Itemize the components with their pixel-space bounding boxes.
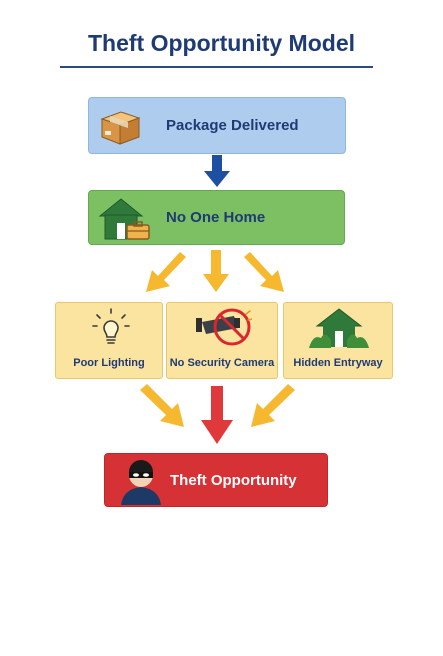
title-underline (60, 66, 373, 68)
arrow-down-blue (204, 155, 230, 187)
factor-label: Hidden Entryway (293, 357, 383, 369)
node-no-security-camera: No Security Camera (166, 302, 278, 379)
node-hidden-entryway: Hidden Entryway (283, 302, 393, 379)
arrows-converge (140, 384, 295, 444)
node-label: Package Delivered (166, 117, 299, 134)
node-package-delivered: Package Delivered (88, 97, 346, 154)
factor-label: No Security Camera (169, 357, 275, 369)
node-theft-opportunity: Theft Opportunity (104, 453, 328, 507)
node-poor-lighting: Poor Lighting (55, 302, 163, 379)
node-label: Theft Opportunity (170, 472, 297, 489)
no-camera-icon (196, 308, 252, 346)
package-box-icon (100, 111, 141, 145)
diagram-title: Theft Opportunity Model (87, 30, 355, 56)
lightbulb-icon (92, 308, 130, 344)
burglar-icon (121, 460, 161, 505)
factor-label: Poor Lighting (73, 357, 145, 369)
node-label: No One Home (166, 209, 266, 226)
arrows-fan-out (146, 250, 284, 292)
house-briefcase-icon (98, 198, 150, 240)
house-hedge-icon (309, 308, 369, 348)
node-no-one-home: No One Home (88, 190, 345, 245)
